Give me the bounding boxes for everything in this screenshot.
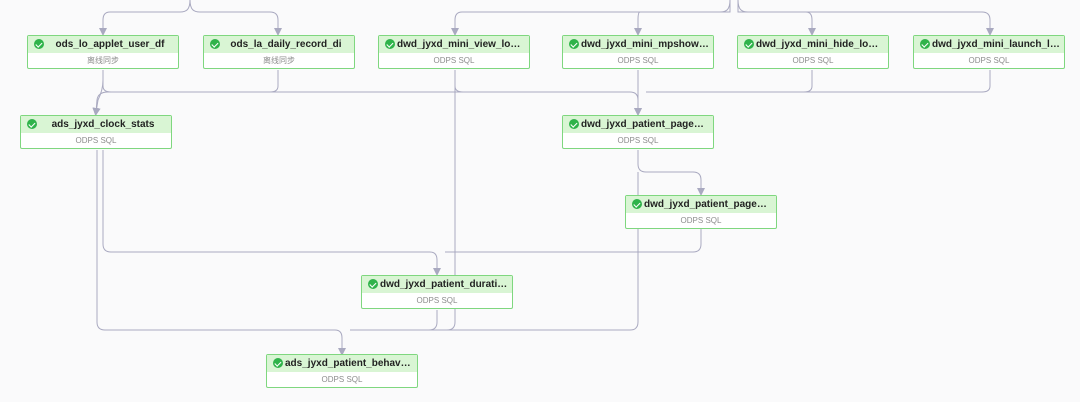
node-title: ads_jyxd_patient_behavio...	[285, 358, 417, 369]
node-type: 离线同步	[263, 56, 295, 65]
node-type: ODPS SQL	[617, 56, 659, 65]
node-dwd-jyxd-mini-hide-log-di[interactable]: dwd_jyxd_mini_hide_log_di ODPS SQL	[737, 35, 889, 69]
edge	[646, 70, 991, 93]
node-title: dwd_jyxd_patient_duratio...	[380, 279, 512, 290]
node-dwd-jyxd-patient-page-vi-2[interactable]: dwd_jyxd_patient_page_vi... ODPS SQL	[625, 195, 777, 229]
node-type: ODPS SQL	[75, 136, 117, 145]
node-type: ODPS SQL	[617, 136, 659, 145]
edge	[92, 70, 104, 116]
success-icon	[273, 358, 283, 368]
edge	[451, 0, 731, 36]
edge	[102, 150, 441, 276]
edge	[737, 0, 816, 36]
node-title: dwd_jyxd_patient_page_vi...	[581, 119, 713, 130]
edge	[92, 70, 279, 116]
node-dwd-jyxd-mini-mpshow-log[interactable]: dwd_jyxd_mini_mpshow_log... ODPS SQL	[562, 35, 714, 69]
success-icon	[920, 39, 930, 49]
node-type: ODPS SQL	[792, 56, 834, 65]
node-dwd-jyxd-patient-duration[interactable]: dwd_jyxd_patient_duratio... ODPS SQL	[361, 275, 513, 309]
success-icon	[27, 119, 37, 129]
node-dwd-jyxd-mini-launch-log[interactable]: dwd_jyxd_mini_launch_log... ODPS SQL	[913, 35, 1065, 69]
edge	[634, 0, 731, 36]
edge	[637, 150, 705, 196]
edge	[350, 172, 639, 331]
success-icon	[744, 39, 754, 49]
node-type: ODPS SQL	[968, 56, 1010, 65]
node-type: ODPS SQL	[680, 216, 722, 225]
node-title: ods_la_daily_record_di	[230, 39, 342, 50]
success-icon	[569, 119, 579, 129]
edge	[646, 70, 813, 93]
node-title: dwd_jyxd_mini_view_log_di	[397, 39, 529, 50]
node-type: 离线同步	[87, 56, 119, 65]
success-icon	[210, 39, 220, 49]
edge	[350, 310, 438, 331]
node-type: ODPS SQL	[321, 375, 363, 384]
node-title: dwd_jyxd_mini_launch_log...	[932, 39, 1064, 50]
edge	[99, 0, 191, 36]
node-ods-lo-applet-user-df[interactable]: ods_lo_applet_user_df 离线同步	[27, 35, 179, 69]
success-icon	[368, 279, 378, 289]
node-title: dwd_jyxd_patient_page_vi...	[644, 199, 776, 210]
node-type: ODPS SQL	[433, 56, 475, 65]
node-dwd-jyxd-patient-page-vi-1[interactable]: dwd_jyxd_patient_page_vi... ODPS SQL	[562, 115, 714, 149]
edge	[102, 70, 642, 116]
node-title: ods_lo_applet_user_df	[55, 39, 165, 50]
node-title: dwd_jyxd_mini_hide_log_di	[756, 39, 888, 50]
node-title: dwd_jyxd_mini_mpshow_log...	[581, 39, 713, 50]
node-type: ODPS SQL	[416, 296, 458, 305]
edge	[445, 229, 702, 253]
node-ads-jyxd-patient-behavior[interactable]: ads_jyxd_patient_behavio... ODPS SQL	[266, 354, 418, 388]
success-icon	[385, 39, 395, 49]
node-title: ads_jyxd_clock_stats	[51, 119, 155, 130]
edge	[189, 0, 282, 36]
success-icon	[34, 39, 44, 49]
node-ods-la-daily-record-di[interactable]: ods_la_daily_record_di 离线同步	[203, 35, 355, 69]
edge	[96, 150, 346, 356]
edge	[737, 0, 994, 36]
node-dwd-jyxd-mini-view-log-di[interactable]: dwd_jyxd_mini_view_log_di ODPS SQL	[378, 35, 530, 69]
node-ads-jyxd-clock-stats[interactable]: ads_jyxd_clock_stats ODPS SQL	[20, 115, 172, 149]
success-icon	[569, 39, 579, 49]
edge	[454, 70, 630, 93]
success-icon	[632, 199, 642, 209]
